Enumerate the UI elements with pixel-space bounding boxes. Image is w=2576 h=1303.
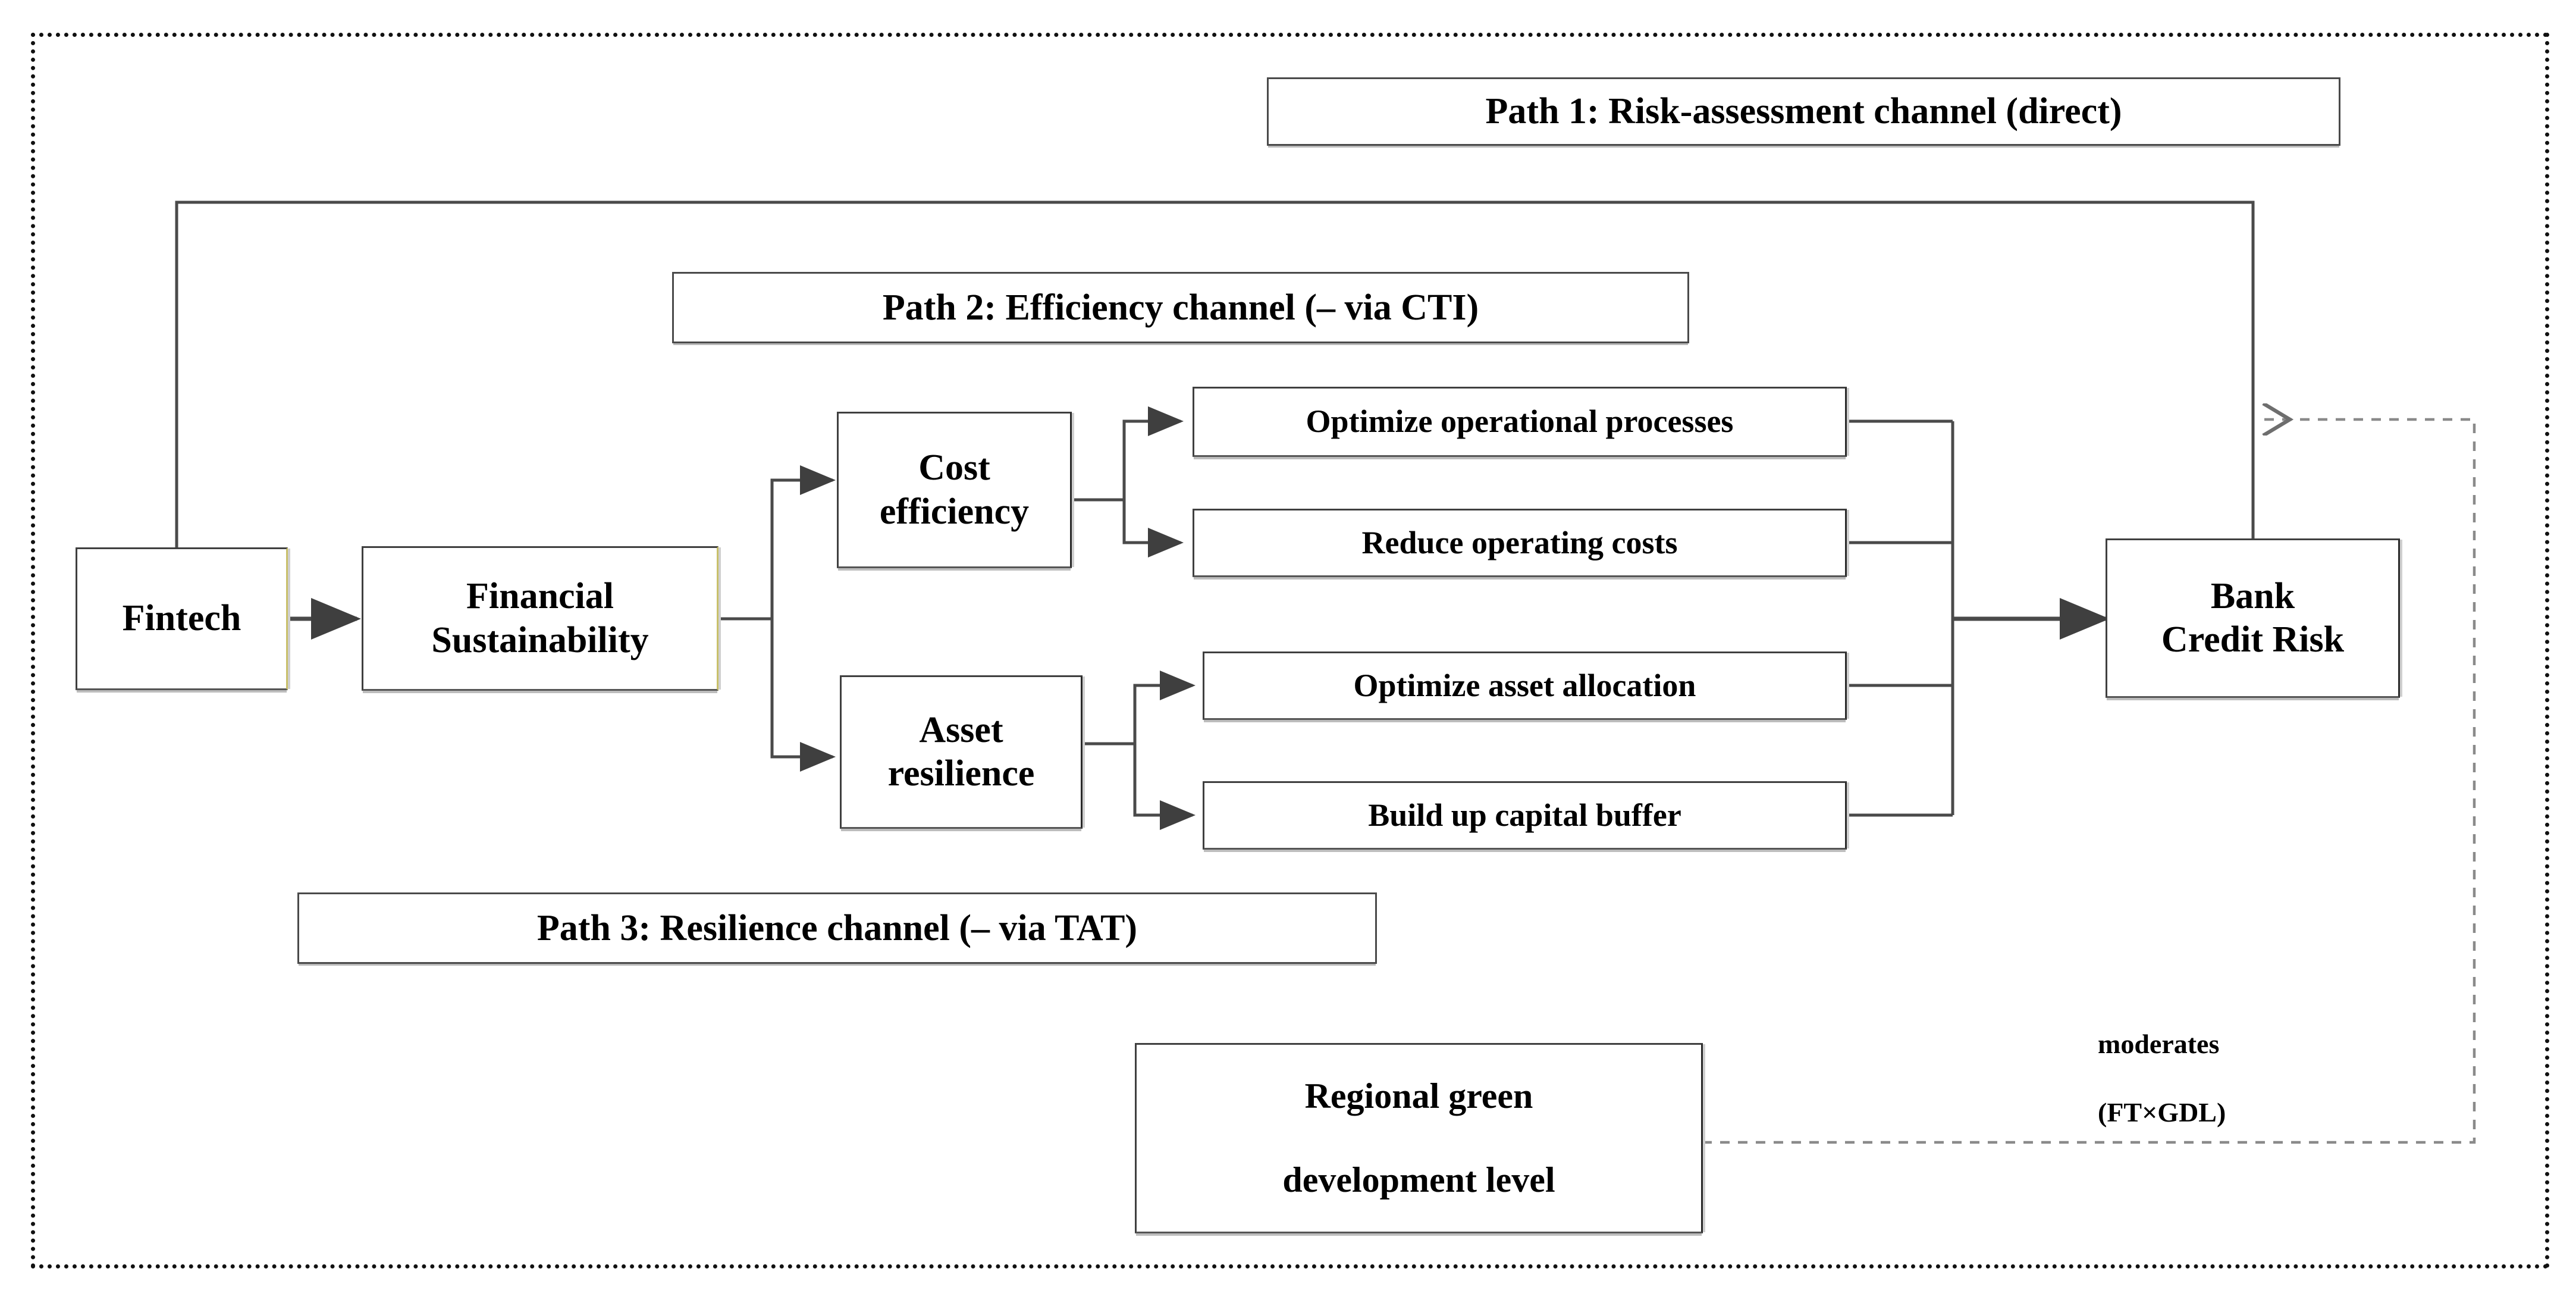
node-asset-resilience[interactable]: Asset resilience xyxy=(840,675,1083,829)
node-optimize-asset-allocation-label: Optimize asset allocation xyxy=(1353,667,1696,703)
node-bank-credit-risk[interactable]: Bank Credit Risk xyxy=(2106,538,2400,698)
node-financial-sustainability[interactable]: Financial Sustainability xyxy=(362,546,718,691)
node-cost-efficiency[interactable]: Cost efficiency xyxy=(837,412,1072,568)
banner-path2-label: Path 2: Efficiency channel (– via CTI) xyxy=(882,287,1479,328)
node-cost-efficiency-label: Cost efficiency xyxy=(879,447,1030,532)
wire-ar-to-optimize-asset-allocation xyxy=(1133,671,1196,744)
banner-path3-label: Path 3: Resilience channel (– via TAT) xyxy=(536,907,1138,948)
banner-path1-label: Path 1: Risk-assessment channel (direct) xyxy=(1485,91,2122,131)
wire-moderation-dashed xyxy=(1702,419,2476,1144)
node-optimize-operational-processes[interactable]: Optimize operational processes xyxy=(1193,387,1847,457)
banner-path1: Path 1: Risk-assessment channel (direct) xyxy=(1267,77,2340,146)
node-build-up-capital-buffer[interactable]: Build up capital buffer xyxy=(1203,781,1847,850)
wire-ar-to-build-up-capital-buffer xyxy=(1133,744,1196,830)
banner-path3: Path 3: Resilience channel (– via TAT) xyxy=(297,892,1377,964)
node-asset-resilience-label: Asset resilience xyxy=(887,709,1035,794)
wire-fs-to-cost-efficiency xyxy=(770,465,836,619)
moderation-annotation: moderates (FT×GDL) xyxy=(2098,992,2383,1164)
wire-fs-to-asset-resilience xyxy=(770,619,836,772)
wire-path1-direct xyxy=(175,201,2268,583)
node-reduce-operating-costs[interactable]: Reduce operating costs xyxy=(1193,509,1847,577)
node-reduce-operating-costs-label: Reduce operating costs xyxy=(1361,524,1678,560)
node-fintech[interactable]: Fintech xyxy=(76,547,288,690)
node-financial-sustainability-label: Financial Sustainability xyxy=(431,576,649,660)
moderation-annotation-line2: (FT×GDL) xyxy=(2098,1097,2226,1127)
node-bank-credit-risk-label: Bank Credit Risk xyxy=(2161,575,2345,660)
moderation-annotation-line1: moderates xyxy=(2098,1028,2220,1059)
node-fintech-label: Fintech xyxy=(122,598,241,639)
node-optimize-asset-allocation[interactable]: Optimize asset allocation xyxy=(1203,652,1847,720)
node-regional-green-development-level-label: Regional green development level xyxy=(1282,1076,1555,1200)
wire-ce-to-optimize-operational-processes xyxy=(1122,406,1184,500)
node-build-up-capital-buffer-label: Build up capital buffer xyxy=(1368,797,1681,833)
wire-ce-to-reduce-operating-costs xyxy=(1122,500,1184,557)
node-regional-green-development-level[interactable]: Regional green development level xyxy=(1135,1043,1703,1233)
node-optimize-operational-processes-label: Optimize operational processes xyxy=(1306,403,1734,440)
banner-path2: Path 2: Efficiency channel (– via CTI) xyxy=(672,272,1689,343)
